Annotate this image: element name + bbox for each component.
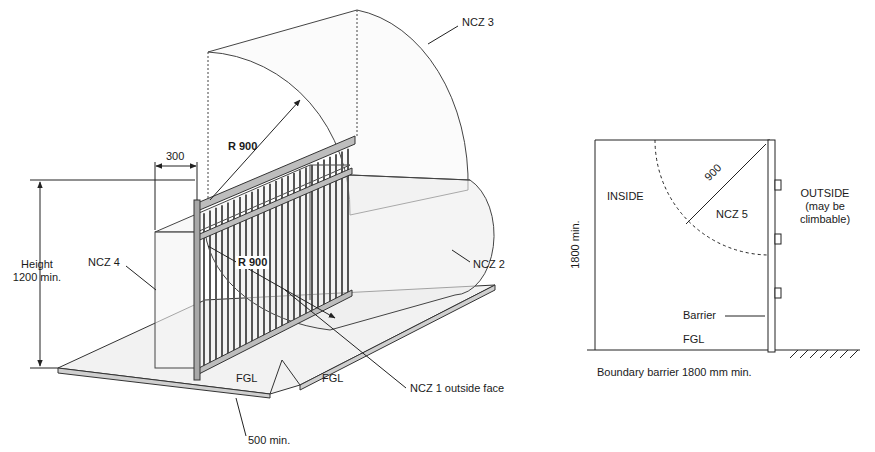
width-dimension: 300	[166, 150, 184, 163]
side-label: OUTSIDE (may be climbable)	[788, 187, 862, 227]
section-view	[587, 140, 860, 358]
part-label: Barrier	[683, 309, 716, 322]
depth-dimension: 500 min.	[248, 434, 290, 447]
radius-dimension: 900	[702, 161, 724, 183]
ground-level-label: FGL	[236, 372, 257, 385]
zone-label: NCZ 5	[716, 208, 748, 221]
height-dimension: Height 1200 min.	[8, 258, 66, 284]
zone-label: NCZ 1 outside face	[410, 382, 504, 395]
side-label: INSIDE	[607, 190, 644, 203]
caption-label: Boundary barrier 1800 mm min.	[597, 366, 752, 379]
ncz4-zone	[155, 165, 350, 368]
zone-label: NCZ 2	[473, 258, 505, 271]
zone-label: NCZ 4	[88, 256, 120, 269]
radius-dimension: R 900	[236, 256, 269, 269]
zone-label: NCZ 3	[462, 16, 494, 29]
ground-level-label: FGL	[322, 372, 343, 385]
radius-dimension: R 900	[228, 140, 257, 153]
fence-rails	[194, 136, 355, 380]
height-dimension: 1800 min.	[569, 220, 582, 268]
ground-level-label: FGL	[683, 333, 704, 346]
dimensions-left	[30, 26, 470, 436]
